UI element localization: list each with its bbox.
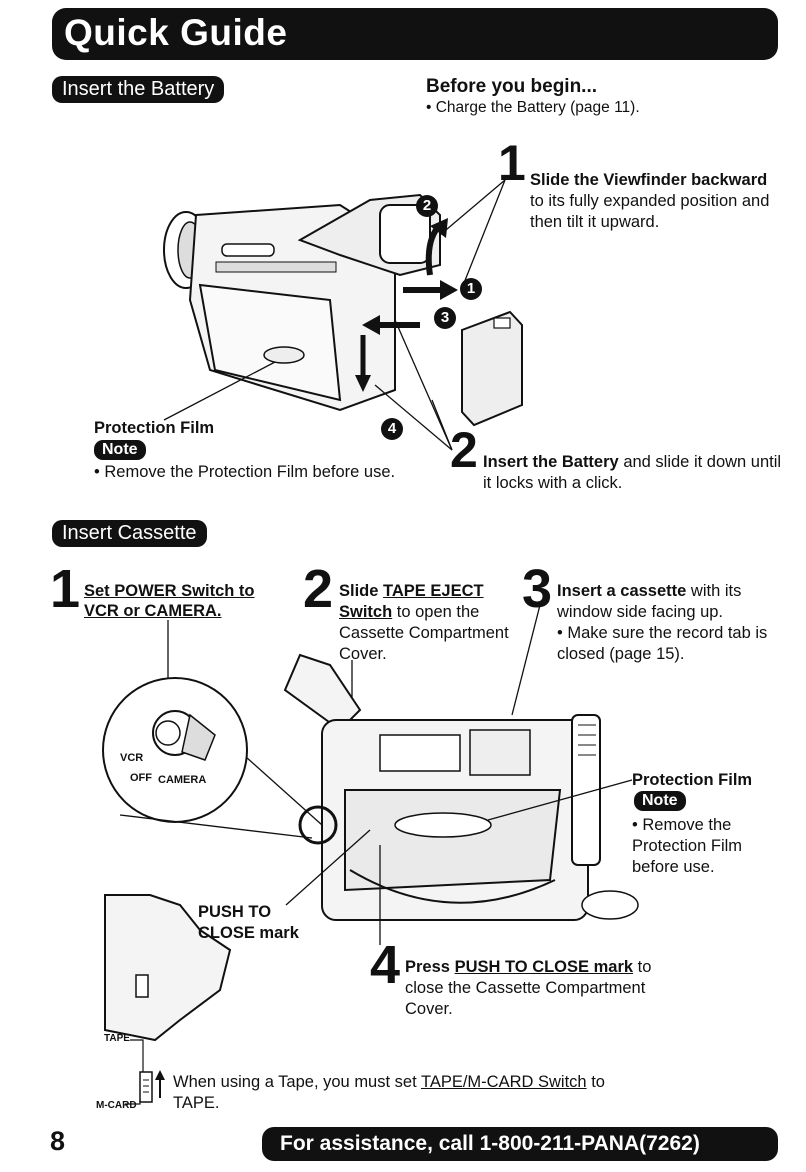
battery-step1-bold: Slide the Viewfinder backward	[530, 171, 768, 189]
cassette-step2-text: Slide TAPE EJECT Switch to open the Cass…	[339, 581, 529, 665]
cassette-step4-bold: Press	[405, 958, 450, 976]
cassette-step1-line2: VCR or CAMERA.	[84, 602, 222, 620]
dial-off-label: OFF	[130, 772, 152, 784]
before-you-begin-bullet: • Charge the Battery (page 11).	[426, 99, 640, 116]
cassette-step1-number: 1	[50, 559, 81, 619]
battery-protection-film-label: Protection Film	[94, 419, 215, 437]
battery-step1-rest: to its fully expanded position and then …	[530, 192, 770, 231]
tape-note-a: When using a Tape, you must set	[173, 1073, 417, 1091]
battery-step1-text: Slide the Viewfinder backward to its ful…	[530, 170, 770, 233]
cassette-step2-rest: to open the Cassette Compartment Cover.	[339, 603, 509, 663]
battery-step2-number: 2	[450, 422, 478, 478]
tape-note-b: to TAPE.	[173, 1073, 605, 1112]
marker-2-icon: 2	[416, 195, 438, 217]
marker-4-icon: 4	[381, 418, 403, 440]
dial-camera-label: CAMERA	[158, 774, 207, 786]
marker-3-icon: 3	[434, 307, 456, 329]
battery-step2-bold: Insert the Battery	[483, 453, 619, 471]
page-title: Quick Guide	[64, 12, 288, 53]
battery-step2-text: Insert the Battery and slide it down unt…	[483, 452, 783, 494]
mcard-label: M-CARD	[96, 1100, 137, 1111]
battery-step2-rest: and slide it down until it locks with a …	[483, 453, 782, 492]
dial-vcr-label: VCR	[120, 752, 144, 764]
cassette-step3-number: 3	[522, 559, 553, 619]
tape-note-link: TAPE/M-CARD Switch	[420, 1073, 587, 1091]
cassette-note-text: • Remove the Protection Film before use.	[632, 816, 743, 876]
cassette-step3-bold: Insert a cassette	[557, 582, 687, 600]
cassette-step4-rest: to close the Cassette Compartment Cover.	[405, 958, 652, 1018]
tape-label: TAPE	[104, 1033, 130, 1044]
cassette-note-badge: Note	[634, 791, 686, 811]
battery-section-title: Insert the Battery	[52, 76, 225, 103]
tape-note-text: When using a Tape, you must set TAPE/M-C…	[173, 1072, 613, 1114]
cassette-protection-film-label: Protection Film	[632, 771, 753, 789]
battery-step1-number: 1	[498, 135, 526, 191]
cassette-step3-text: Insert a cassette with its window side f…	[557, 581, 782, 623]
cassette-step2-bold: Slide	[339, 582, 379, 600]
assistance-banner: For assistance, call 1-800-211-PANA(7262…	[262, 1127, 778, 1161]
cassette-step4-link: PUSH TO CLOSE mark	[454, 958, 634, 976]
page-number: 8	[50, 1126, 66, 1156]
cassette-step3-bullet: • Make sure the record tab is closed (pa…	[557, 624, 768, 663]
battery-note-text: • Remove the Protection Film before use.	[94, 463, 396, 481]
quick-guide-banner: Quick Guide	[52, 8, 778, 60]
cassette-step4-text: Press PUSH TO CLOSE mark to close the Ca…	[405, 957, 690, 1020]
cassette-step2-link: TAPE EJECT Switch	[339, 582, 484, 621]
assistance-text: For assistance, call 1-800-211-PANA(7262…	[280, 1132, 700, 1155]
cassette-step1-line1: Set POWER Switch to	[84, 582, 255, 600]
cassette-section-title: Insert Cassette	[52, 520, 207, 547]
cassette-step3-rest: with its window side facing up.	[557, 582, 742, 621]
before-you-begin-title: Before you begin...	[426, 76, 598, 97]
cassette-step2-number: 2	[303, 559, 334, 619]
cassette-step4-number: 4	[370, 935, 401, 995]
battery-note-badge: Note	[94, 440, 146, 460]
push-to-close-label: PUSH TO CLOSE mark	[198, 903, 299, 942]
marker-1-icon: 1	[460, 278, 482, 300]
